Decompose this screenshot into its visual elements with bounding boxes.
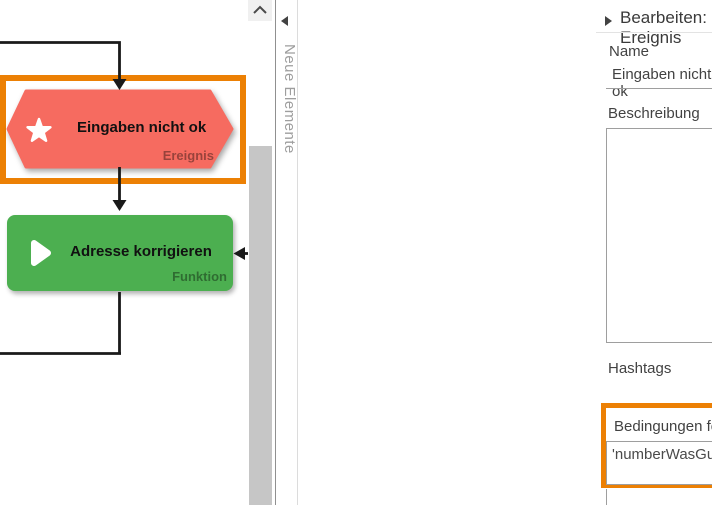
palette-divider-left — [275, 0, 276, 505]
palette-strip — [276, 0, 298, 505]
section-expand-icon[interactable] — [605, 16, 612, 26]
condition-highlight-frame: Bedingungen festlegen 'numberWasGuessed'… — [601, 403, 712, 488]
hexagon-shape — [6, 89, 234, 169]
panel-divider — [297, 0, 298, 505]
function-node-label: Adresse korrigieren — [70, 243, 212, 260]
description-label: Beschreibung — [608, 105, 700, 122]
condition-input[interactable]: 'numberWasGuessed' === 'yes' — [606, 441, 712, 485]
name-label: Name — [609, 43, 650, 60]
scrollbar-thumb[interactable] — [249, 146, 272, 505]
palette-tab-neue-elemente[interactable]: Neue Elemente — [281, 44, 298, 154]
canvas-vertical-scrollbar[interactable] — [248, 0, 272, 505]
event-node[interactable] — [0, 83, 244, 178]
function-node-type-tag: Funktion — [172, 269, 227, 284]
panel-header-rule — [596, 32, 712, 33]
description-textarea[interactable] — [606, 128, 712, 343]
diagram-canvas[interactable]: Eingaben nicht ok Ereignis Adresse korri… — [0, 0, 252, 505]
collapse-panel-icon[interactable] — [281, 16, 288, 26]
next-condition-box-stub — [606, 489, 712, 505]
event-node-label: Eingaben nicht ok — [77, 119, 207, 136]
star-icon — [26, 117, 52, 142]
arrowhead-down-2 — [112, 200, 127, 211]
selection-highlight-frame — [0, 75, 246, 184]
edit-panel: Bearbeiten: Ereignis Name Eingaben nicht… — [298, 0, 712, 505]
scroll-up-button[interactable] — [248, 0, 272, 21]
function-node[interactable] — [7, 215, 233, 291]
condition-label: Bedingungen festlegen — [614, 418, 712, 435]
play-icon — [31, 240, 51, 266]
chevron-up-icon — [253, 5, 267, 14]
hashtags-label: Hashtags — [608, 360, 672, 377]
event-node-type-tag: Ereignis — [162, 148, 214, 163]
name-input-underline — [606, 88, 712, 89]
panel-title: Bearbeiten: Ereignis — [620, 8, 707, 47]
name-input[interactable]: Eingaben nicht ok — [612, 66, 712, 100]
panel-header[interactable] — [596, 0, 712, 32]
arrowhead-left — [233, 247, 245, 260]
